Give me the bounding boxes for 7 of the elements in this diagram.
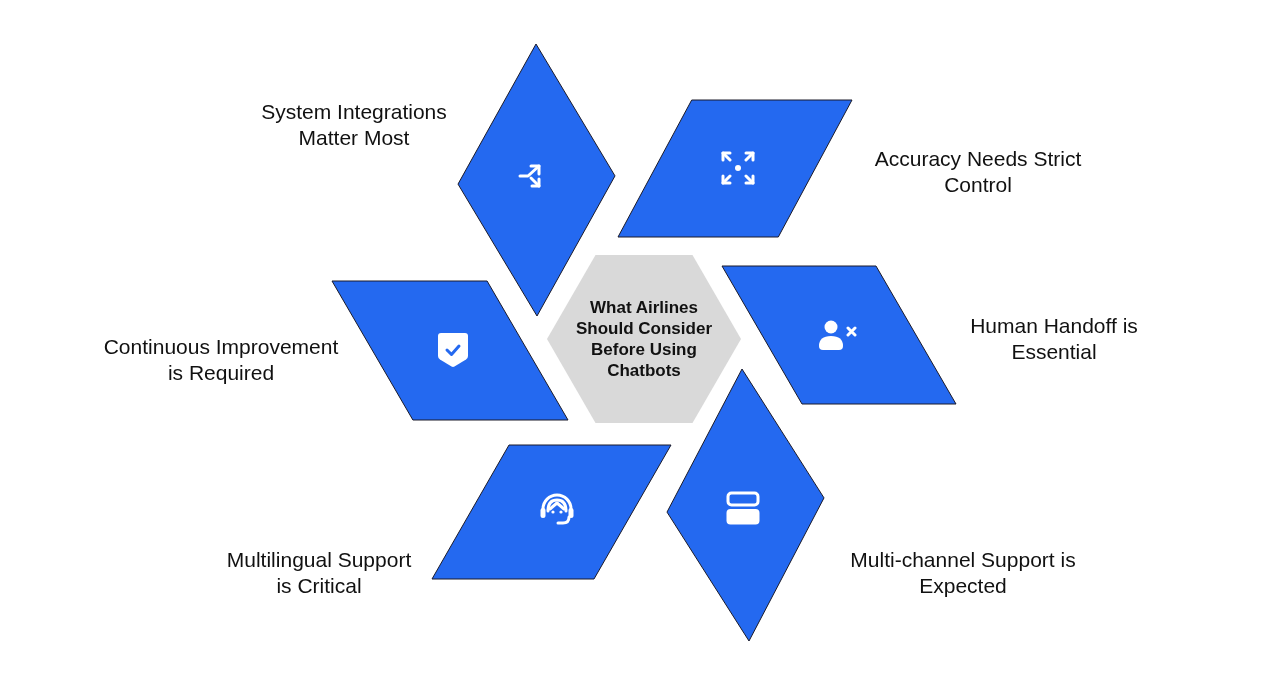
item-label: Human Handoff is Essential xyxy=(969,313,1139,365)
item-label: Continuous Improvement is Required xyxy=(102,334,340,386)
topic-heading: What Airlines Should Consider Before Using Chatbots xyxy=(575,297,713,381)
item-label: Multi-channel Support is Expected xyxy=(849,547,1077,599)
item-label: System Integrations Matter Most xyxy=(260,99,448,151)
item-label: Accuracy Needs Strict Control xyxy=(873,146,1083,198)
item-label: Multilingual Support is Critical xyxy=(225,547,413,599)
